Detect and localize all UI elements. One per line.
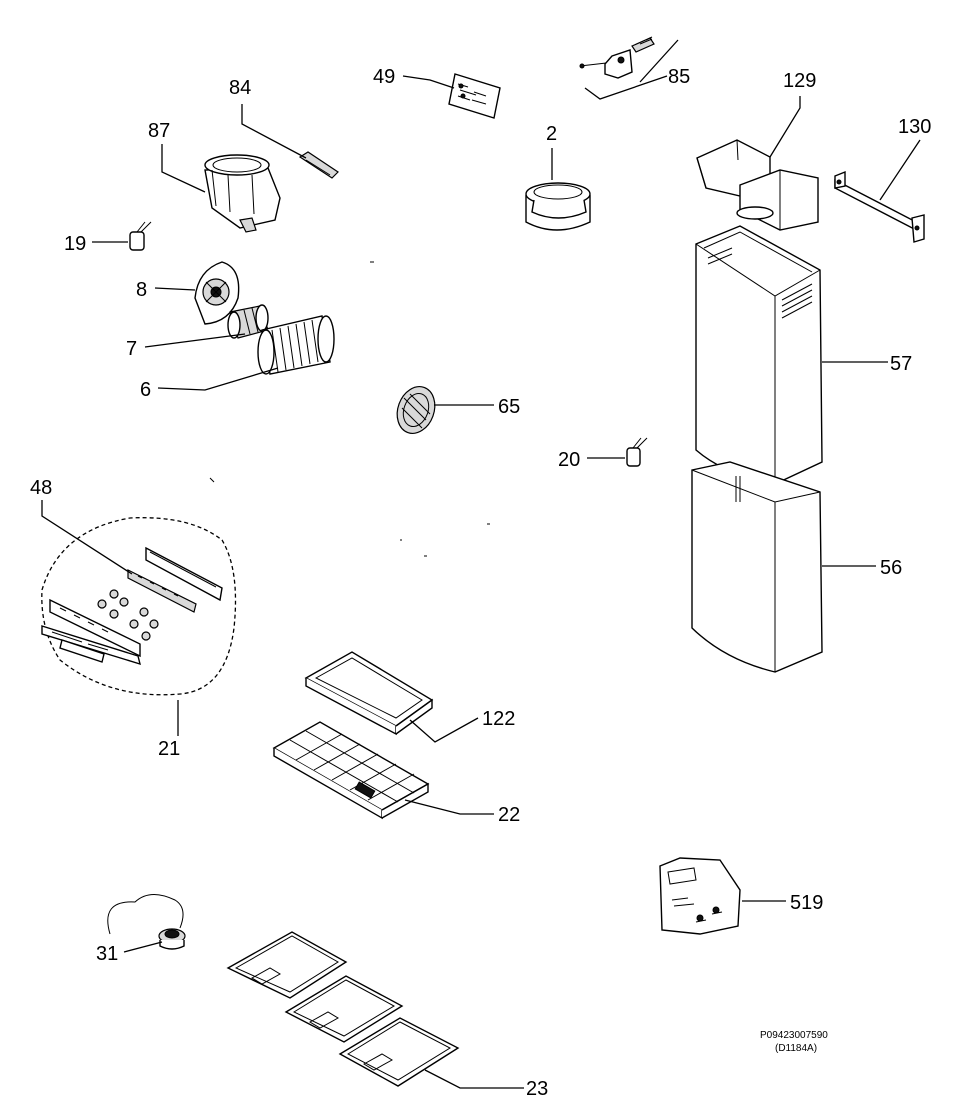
leader-85 — [584, 39, 679, 100]
part-6: 6 — [140, 315, 335, 401]
part-84: 84 — [229, 77, 339, 179]
part-49: 49 — [373, 66, 501, 119]
label-519: 519 — [790, 892, 823, 914]
clip-icon — [298, 151, 339, 179]
part-122: 48 21 — [30, 477, 237, 760]
part-56: 56 — [691, 461, 902, 673]
stray-marks — [209, 261, 490, 557]
screw-bag-icon — [659, 857, 741, 935]
part-21: 122 — [304, 651, 515, 743]
label-6: 6 — [140, 379, 151, 401]
label-8: 8 — [136, 279, 147, 301]
label-87: 87 — [148, 120, 170, 142]
motor-flange-icon — [194, 261, 240, 325]
part-519: 519 — [659, 857, 823, 935]
part-48: 48 — [30, 477, 223, 613]
part-22: 22 — [272, 721, 520, 826]
part-7: 7 — [126, 304, 269, 360]
grille-icon — [396, 386, 436, 434]
label-20: 20 — [558, 449, 580, 471]
leader-48 — [41, 500, 133, 575]
part-8: 8 — [136, 261, 240, 325]
label-31: 31 — [96, 943, 118, 965]
leader-23 — [424, 1069, 524, 1089]
grease-filter-icon — [284, 975, 404, 1043]
upper-chimney-icon — [695, 225, 823, 485]
leader-31 — [123, 941, 163, 953]
carbon-filter-icon — [272, 721, 430, 820]
leader-8 — [154, 287, 196, 291]
part-23: 23 — [226, 931, 548, 1100]
lamp-socket-icon — [107, 894, 186, 950]
label-19: 19 — [64, 233, 86, 255]
duct-adapter-icon — [696, 139, 819, 231]
label-22: 22 — [498, 804, 520, 826]
capacitor-icon — [626, 437, 648, 467]
label-23: 23 — [526, 1078, 548, 1100]
part-85: 85 — [579, 36, 690, 100]
label-48: 48 — [30, 477, 52, 499]
label-49: 49 — [373, 66, 395, 88]
collar-ring-icon — [525, 182, 591, 231]
label-7: 7 — [126, 338, 137, 360]
part-20: 20 — [558, 437, 648, 471]
part-87: 87 — [148, 120, 281, 233]
leader-84 — [241, 104, 307, 159]
label-129: 129 — [783, 70, 816, 92]
reference-code: P09423007590 — [760, 1030, 828, 1041]
label-130: 130 — [898, 116, 931, 138]
label-57: 57 — [890, 353, 912, 375]
capacitor-icon — [129, 221, 152, 251]
part-19: 19 — [64, 221, 152, 255]
bracket-screws-icon — [579, 36, 655, 79]
leader-7 — [144, 333, 246, 348]
label-21: 122 — [482, 708, 515, 730]
reference-variant: (D1184A) — [775, 1043, 817, 1054]
part-129: 129 — [696, 70, 819, 231]
part-31: 31 — [96, 894, 186, 965]
label-2: 2 — [546, 123, 557, 145]
control-kit-icon: 48 — [30, 477, 223, 666]
motor-icon — [227, 304, 269, 339]
part-57: 57 — [695, 225, 912, 485]
leader-22 — [404, 799, 494, 815]
leader-49 — [402, 75, 455, 89]
grease-filter-icon — [226, 931, 348, 999]
leader-6 — [157, 367, 279, 391]
label-122: 21 — [158, 738, 180, 760]
lower-chimney-icon — [691, 461, 823, 673]
filter-frame-icon — [304, 651, 434, 736]
part-65: 65 — [396, 386, 520, 434]
label-65: 65 — [498, 396, 520, 418]
part-2: 2 — [525, 123, 591, 231]
kit-boundary — [41, 517, 237, 696]
label-plate-icon — [448, 73, 501, 119]
leader-21 — [409, 717, 479, 743]
motor-housing-icon — [204, 154, 281, 233]
leader-129 — [769, 96, 801, 158]
leader-87 — [161, 144, 206, 193]
button-set — [97, 589, 159, 641]
label-85: 85 — [668, 66, 690, 88]
leader-130 — [879, 139, 921, 201]
mounting-bracket-icon — [834, 170, 925, 243]
label-56: 56 — [880, 557, 902, 579]
grease-filter-icon — [338, 1017, 460, 1087]
control-board-icon — [127, 546, 223, 613]
label-84: 84 — [229, 77, 251, 99]
fan-wheel-icon — [257, 315, 335, 375]
part-130: 130 — [834, 116, 931, 243]
